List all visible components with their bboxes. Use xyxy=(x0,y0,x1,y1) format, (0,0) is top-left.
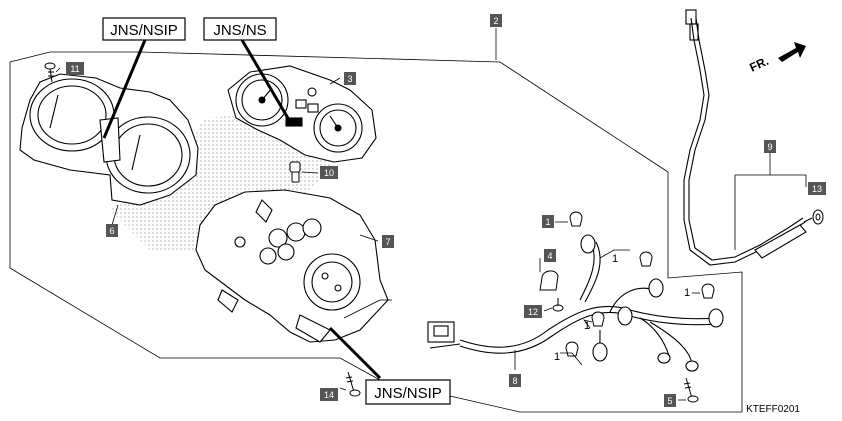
part-tag-12: 12 xyxy=(524,305,542,318)
part-tag-13-text: 13 xyxy=(812,184,822,194)
part-tag-9: 9 xyxy=(764,140,776,153)
screw-5 xyxy=(683,377,699,403)
part-tag-1-text: 1 xyxy=(545,217,550,227)
part-tag-3-text: 3 xyxy=(347,74,352,84)
grommet-10 xyxy=(289,161,301,183)
diagram-code: KTEFF0201 xyxy=(746,404,800,415)
bulbs-1 xyxy=(565,211,715,357)
front-direction-indicator: FR. xyxy=(747,42,806,75)
part-tag-1: 1 xyxy=(542,215,554,228)
callout-jns-ns: JNS/NS xyxy=(203,17,277,41)
qty-label-4: 1 xyxy=(554,351,560,363)
part-tag-11-text: 11 xyxy=(70,64,79,74)
part-tag-4: 4 xyxy=(544,249,556,262)
wire-harness-8 xyxy=(427,239,721,365)
part-tag-3: 3 xyxy=(344,72,356,85)
part-tag-10-text: 10 xyxy=(324,168,334,178)
screw-11 xyxy=(44,62,56,83)
stipple-shading xyxy=(110,110,345,250)
part-tag-8: 8 xyxy=(509,374,521,387)
part-tag-14-text: 14 xyxy=(324,390,334,400)
part-tag-2-text: 2 xyxy=(493,16,498,26)
screw-12 xyxy=(552,298,564,312)
qty-label-3: 1 xyxy=(584,320,590,332)
upper-meter-case xyxy=(19,73,199,206)
qty-label-1: 1 xyxy=(612,253,618,265)
washer-13 xyxy=(812,209,824,225)
bulb-sockets xyxy=(580,234,724,372)
part-tag-8-text: 8 xyxy=(512,376,517,386)
callout-jns-nsip-bottom: JNS/NSIP xyxy=(365,379,451,405)
qty-label-2: 1 xyxy=(684,287,690,299)
speedometer-cable-9 xyxy=(683,9,813,266)
clamp-4 xyxy=(539,270,559,291)
part-tag-2: 2 xyxy=(490,14,502,27)
part-tag-4-text: 4 xyxy=(547,251,552,261)
part-tag-6-text: 6 xyxy=(109,226,114,236)
screw-14 xyxy=(345,371,361,397)
part-tag-10: 10 xyxy=(320,166,338,179)
part-tag-13: 13 xyxy=(808,182,826,195)
callout-arrows xyxy=(102,39,382,380)
callout-jns-nsip-top: JNS/NSIP xyxy=(102,17,186,41)
part-tag-5-text: 5 xyxy=(667,396,672,406)
callout-text-jns-nsip-top: JNS/NSIP xyxy=(110,22,178,39)
part-tag-7: 7 xyxy=(382,235,394,248)
part-tag-6: 6 xyxy=(106,224,118,237)
lower-meter-case xyxy=(195,189,389,343)
callout-text-jns-nsip-bottom: JNS/NSIP xyxy=(374,385,442,402)
part-tag-5: 5 xyxy=(664,394,676,407)
part-tag-7-text: 7 xyxy=(385,237,390,247)
part-tag-14: 14 xyxy=(320,388,338,401)
part-tag-9-text: 9 xyxy=(767,142,772,152)
bulb-quantities: 1 1 1 1 xyxy=(554,253,690,363)
front-arrow-icon xyxy=(778,42,806,62)
assembly-outline xyxy=(9,51,743,413)
callout-text-jns-ns: JNS/NS xyxy=(213,22,266,39)
front-direction-label: FR. xyxy=(747,54,770,75)
part-tag-11: 11 xyxy=(66,62,84,75)
meter-dial-panel xyxy=(227,65,377,163)
part-number-tags: 2 3 11 10 6 7 9 13 1 4 12 8 14 5 xyxy=(66,14,826,407)
part-tag-12-text: 12 xyxy=(528,307,538,317)
leader-lines xyxy=(55,28,807,401)
